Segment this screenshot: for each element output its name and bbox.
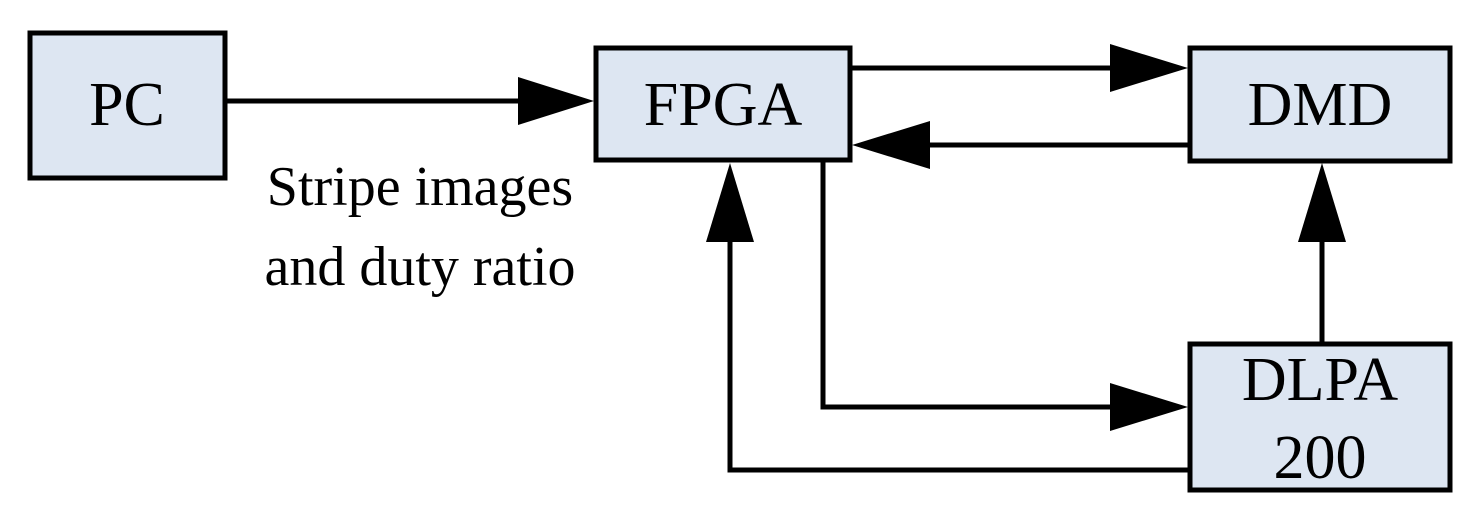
fpga-box bbox=[593, 45, 853, 163]
dlpa-label-line2: 200 bbox=[1274, 424, 1367, 492]
pc-box bbox=[27, 30, 228, 181]
caption-line1: Stripe images bbox=[267, 156, 573, 218]
fpga-to-dmd-arrowhead bbox=[1110, 44, 1188, 92]
fpga-label: FPGA bbox=[644, 71, 803, 139]
dmd-label: DMD bbox=[1248, 71, 1393, 139]
arrow-heads bbox=[518, 44, 1346, 431]
pc-to-fpga-caption: Stripe images and duty ratio bbox=[264, 156, 575, 298]
fpga-to-dlpa-arrowhead bbox=[1110, 383, 1188, 431]
dlpa-to-fpga-arrowhead bbox=[706, 163, 754, 242]
fpga-to-dlpa-line bbox=[820, 160, 1112, 410]
fpga-block: FPGA bbox=[593, 45, 853, 163]
dlpa-to-fpga-line bbox=[727, 240, 1188, 473]
connector-lines bbox=[227, 65, 1325, 473]
pc-label: PC bbox=[89, 71, 165, 139]
dlpa-box bbox=[1187, 341, 1453, 493]
pc-block: PC bbox=[27, 30, 228, 181]
dmd-to-fpga-arrowhead bbox=[852, 121, 930, 169]
dlpa-to-dmd-arrowhead bbox=[1298, 163, 1346, 242]
caption-line2: and duty ratio bbox=[264, 236, 575, 298]
dlpa-block: DLPA 200 bbox=[1187, 341, 1453, 493]
dmd-block: DMD bbox=[1187, 45, 1453, 164]
pc-to-fpga-arrowhead bbox=[518, 77, 594, 125]
dlpa-label-line1: DLPA bbox=[1242, 346, 1398, 414]
dmd-box bbox=[1187, 45, 1453, 164]
